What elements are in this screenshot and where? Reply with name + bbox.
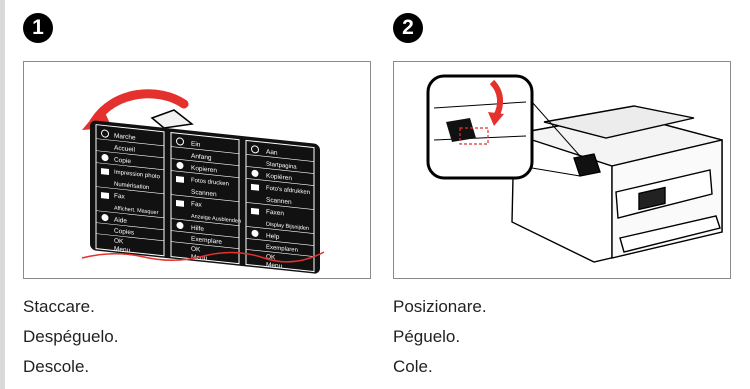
step-1-captions: Staccare. Despéguelo. Descole.: [23, 292, 118, 382]
sticker-label: Fax: [191, 201, 203, 209]
torn-edge: [81, 251, 325, 263]
sticker-label: Faxen: [266, 209, 284, 218]
sticker-label: Display Bijsnijden: [266, 222, 309, 233]
sticker-label: Help: [266, 233, 280, 241]
sticker-label: Accueil: [114, 145, 135, 154]
sticker-label: Startpagina: [266, 162, 297, 171]
sticker-label: Affichert. Masquer: [114, 206, 159, 217]
sticker-label: OK: [114, 238, 124, 246]
sticker-label: Aide: [114, 217, 127, 225]
step-1-badge: 1: [23, 13, 53, 43]
sticker-label: Fax: [114, 193, 126, 201]
printer-icon: [511, 105, 723, 263]
copy-icon: [101, 154, 109, 162]
page-margin-rule: [0, 0, 5, 389]
sticker-label: Anzeige Ausblenden: [191, 214, 241, 225]
caption-portuguese: Descole.: [23, 357, 90, 376]
sticker-label: OK: [266, 254, 276, 262]
photo-icon: [251, 183, 259, 191]
copy-icon: [176, 161, 184, 169]
step-2-badge: 2: [393, 13, 423, 43]
sticker-label: Menü: [191, 254, 208, 263]
printer-illustration: [426, 74, 723, 263]
sticker-label: Anfang: [191, 153, 212, 162]
sticker-peel-illustration: Marche Accueil Copie Impression photo Nu…: [81, 89, 325, 274]
caption-italian: Posizionare.: [393, 297, 487, 316]
sticker-label: Menu: [266, 262, 283, 271]
help-icon: [251, 229, 259, 237]
step-2-illustration: [393, 61, 731, 279]
sticker-label: Aan: [266, 149, 278, 157]
sticker-label: Copie: [114, 157, 131, 166]
power-icon: [251, 145, 259, 154]
photo-icon: [176, 176, 184, 183]
zoom-callout: [426, 74, 534, 180]
fax-icon: [251, 207, 259, 215]
caption-spanish: Péguelo.: [393, 327, 461, 346]
sticker-label: Ein: [191, 141, 201, 149]
sticker-label: Fotos drucken: [191, 178, 229, 188]
sticker-label: Numérisation: [114, 182, 149, 192]
sticker-label: Kopiëren: [266, 173, 292, 183]
sticker-label: Scannen: [191, 189, 217, 199]
sticker-label: Scannen: [266, 197, 292, 207]
caption-spanish: Despéguelo.: [23, 327, 119, 346]
sticker-label: Exemplare: [191, 236, 222, 246]
step-1-illustration: Marche Accueil Copie Impression photo Nu…: [23, 61, 371, 279]
photo-icon: [101, 168, 109, 175]
sticker-label: Marche: [114, 133, 136, 142]
fax-icon: [101, 192, 109, 199]
sticker-label: OK: [191, 246, 201, 254]
sticker-label: Menu: [114, 246, 131, 255]
fax-icon: [176, 200, 184, 207]
power-icon: [101, 129, 109, 138]
sticker-sheet: [90, 120, 320, 274]
copy-icon: [251, 169, 259, 177]
sticker-in-callout: [446, 118, 476, 142]
sticker-label: Copies: [114, 228, 135, 237]
step-2-captions: Posizionare. Péguelo. Cole.: [393, 292, 487, 382]
help-icon: [176, 221, 184, 229]
caption-portuguese: Cole.: [393, 357, 433, 376]
sticker-label: Exemplaren: [266, 245, 298, 254]
caption-italian: Staccare.: [23, 297, 95, 316]
help-icon: [101, 214, 109, 222]
sticker-label: Kopieren: [191, 165, 217, 175]
sticker-label: Impression photo: [114, 170, 161, 181]
power-icon: [176, 137, 184, 146]
sticker-label: Hilfe: [191, 225, 204, 233]
sticker-label: Foto's afdrukken: [266, 186, 310, 197]
